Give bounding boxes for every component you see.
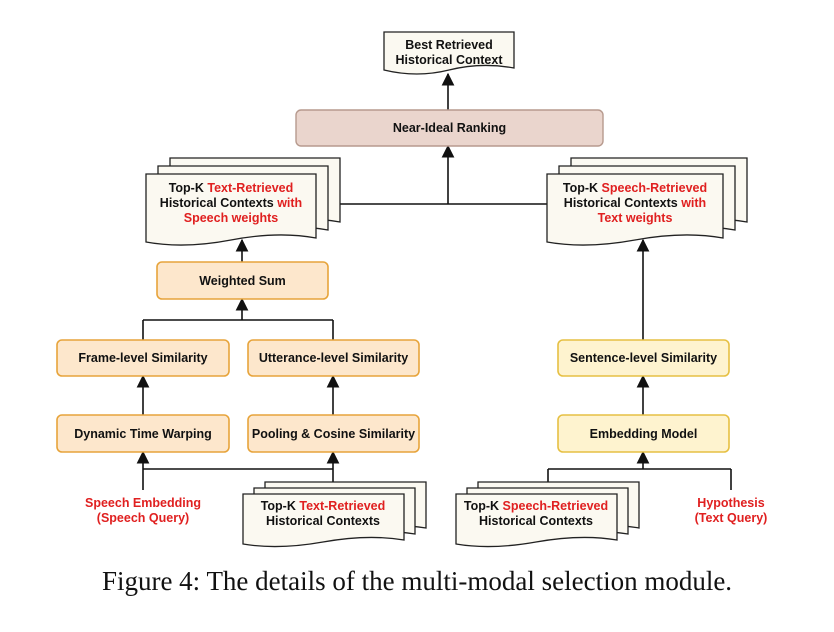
connectors — [136, 72, 732, 490]
embedding-model-node: Embedding Model — [557, 414, 730, 453]
embedding-model-label: Embedding Model — [590, 427, 698, 441]
topk-speech-weighted-line3: Text weights — [598, 211, 673, 225]
topk-text-weighted-line1: Top-K Text-Retrieved — [169, 181, 294, 195]
topk-speech-weighted-line2: Historical Contexts with — [564, 196, 706, 210]
best-retrieved-line2: Historical Context — [396, 53, 504, 67]
figure-caption: Figure 4: The details of the multi-modal… — [101, 566, 733, 596]
pooling-cosine-label: Pooling & Cosine Similarity — [252, 427, 415, 441]
utterance-similarity-label: Utterance-level Similarity — [259, 351, 408, 365]
best-retrieved-node: Best Retrieved Historical Context — [383, 31, 515, 75]
topk-text-weighted-line2: Historical Contexts with — [160, 196, 302, 210]
hypothesis-node: Hypothesis (Text Query) — [676, 490, 786, 530]
frame-similarity-label: Frame-level Similarity — [78, 351, 207, 365]
speech-embedding-line1: Speech Embedding — [85, 496, 201, 510]
utterance-similarity-node: Utterance-level Similarity — [247, 339, 420, 377]
sentence-similarity-node: Sentence-level Similarity — [557, 339, 730, 377]
document-shape — [383, 31, 515, 75]
sentence-similarity-label: Sentence-level Similarity — [570, 351, 717, 365]
hypothesis-line1: Hypothesis — [697, 496, 764, 510]
topk-speech-weighted-line1: Top-K Speech-Retrieved — [563, 181, 707, 195]
hypothesis-line2: (Text Query) — [695, 511, 768, 525]
weighted-sum-label: Weighted Sum — [199, 274, 286, 288]
topk-speech-input-line1: Top-K Speech-Retrieved — [464, 499, 608, 513]
topk-speech-input-node: Top-K Speech-Retrieved Historical Contex… — [455, 481, 640, 548]
topk-speech-weighted-node: Top-K Speech-Retrieved Historical Contex… — [546, 157, 748, 246]
topk-text-input-line1: Top-K Text-Retrieved — [261, 499, 386, 513]
near-ideal-ranking-node: Near-Ideal Ranking — [295, 109, 604, 147]
selection-module-diagram: Best Retrieved Historical Context Near-I… — [56, 31, 786, 548]
dtw-node: Dynamic Time Warping — [56, 414, 230, 453]
topk-text-input-node: Top-K Text-Retrieved Historical Contexts — [242, 481, 427, 548]
dtw-label: Dynamic Time Warping — [74, 427, 212, 441]
topk-text-weighted-line3: Speech weights — [184, 211, 279, 225]
topk-speech-input-line2: Historical Contexts — [479, 514, 593, 528]
best-retrieved-line1: Best Retrieved — [405, 38, 493, 52]
speech-embedding-line2: (Speech Query) — [97, 511, 189, 525]
topk-text-input-line2: Historical Contexts — [266, 514, 380, 528]
pooling-cosine-node: Pooling & Cosine Similarity — [247, 414, 420, 453]
weighted-sum-node: Weighted Sum — [156, 261, 329, 300]
speech-embedding-node: Speech Embedding (Speech Query) — [66, 490, 220, 530]
near-ideal-ranking-label: Near-Ideal Ranking — [393, 121, 506, 135]
frame-similarity-node: Frame-level Similarity — [56, 339, 230, 377]
topk-text-weighted-node: Top-K Text-Retrieved Historical Contexts… — [145, 157, 341, 246]
